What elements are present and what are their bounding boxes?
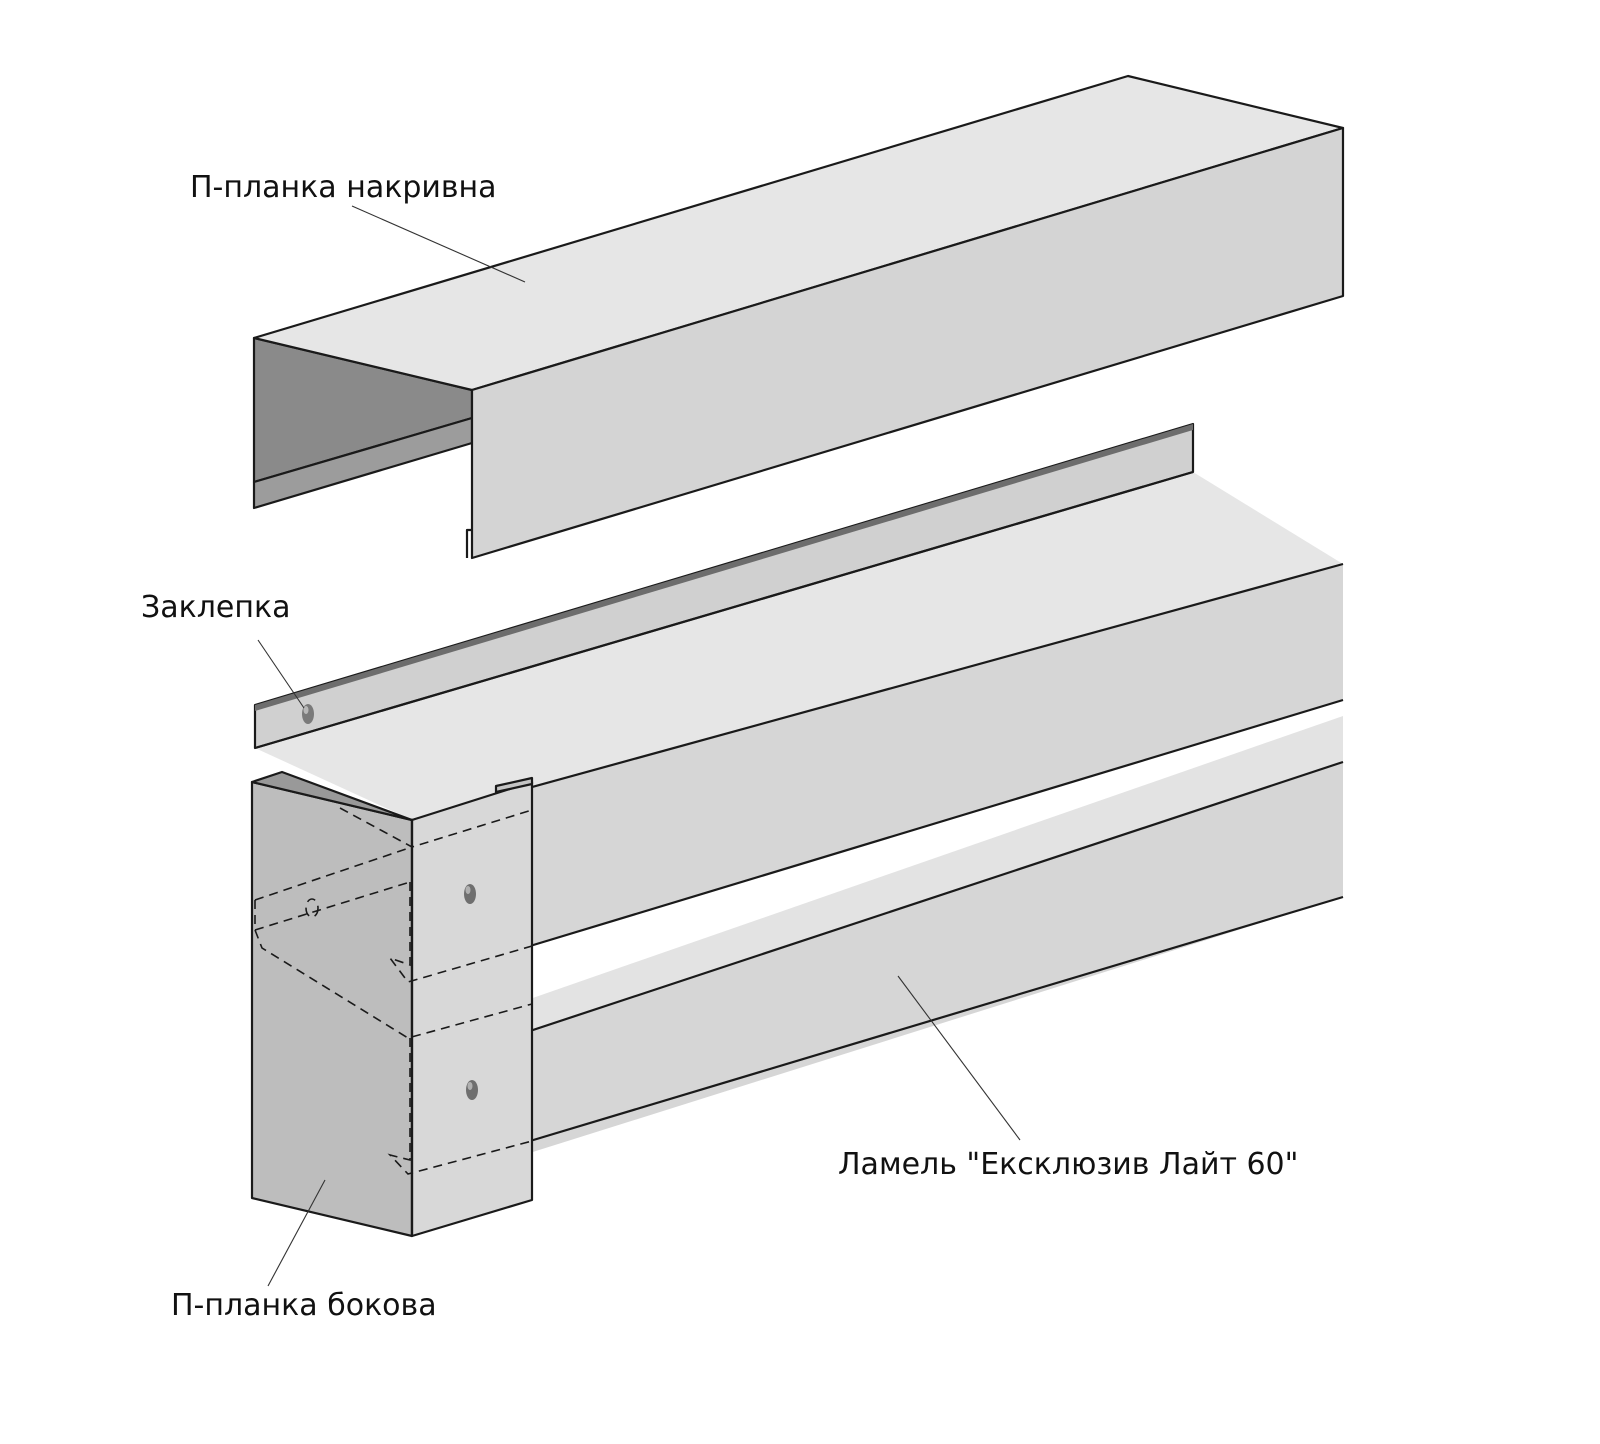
leader-side-cap — [267, 1179, 326, 1287]
side-cap-flange — [494, 776, 534, 794]
hidden-line-lip-left — [254, 900, 533, 1039]
leader-top-cap — [351, 205, 526, 283]
lower-lamella-top-face — [412, 716, 1343, 1070]
upper-lamella-lip-top — [255, 424, 1193, 711]
side-cap-profile — [250, 770, 534, 1238]
side-cap-rivet-highlight-lower — [467, 1082, 473, 1090]
lower-lamella — [411, 716, 1344, 1190]
lower-lamella-front-face — [412, 762, 1343, 1190]
top-cap-profile — [252, 74, 1345, 560]
hidden-rivet-icon — [305, 898, 319, 918]
top-cap-return-lip — [465, 528, 472, 558]
label-rivet: Заклепка — [141, 590, 291, 625]
side-cap-top-fold — [250, 770, 414, 822]
label-top-cap: П-планка накривна — [190, 170, 497, 205]
leader-rivet — [257, 639, 305, 709]
label-side-cap: П-планка бокова — [171, 1288, 437, 1323]
hidden-line-lower-hook — [387, 1038, 533, 1175]
rivet-highlight — [303, 706, 309, 714]
lower-lamella-edge — [411, 760, 1344, 1072]
side-cap-left-flank — [250, 780, 414, 1238]
upper-lamella-front-edge — [411, 562, 1344, 822]
side-cap-rivet-icon-upper — [464, 884, 476, 904]
leader-lamella — [897, 975, 1021, 1141]
upper-lamella-top-face — [255, 472, 1343, 820]
side-cap-rivet-highlight-upper — [465, 886, 471, 894]
upper-lamella-front-face — [412, 564, 1343, 982]
upper-lamella-bottom-edge — [529, 698, 1344, 948]
upper-lamella-top-edge — [254, 470, 1194, 750]
upper-lamella — [253, 422, 1344, 982]
hidden-line-upper-channel — [254, 846, 413, 901]
label-lamella: Ламель "Ексклюзив Лайт 60" — [838, 1147, 1298, 1182]
side-cap-rivet-icon-lower — [466, 1080, 478, 1100]
lower-lamella-bottom-edge — [529, 895, 1344, 1143]
top-cap-front-face — [470, 126, 1345, 560]
hidden-line-upper-channel-2 — [254, 881, 411, 931]
